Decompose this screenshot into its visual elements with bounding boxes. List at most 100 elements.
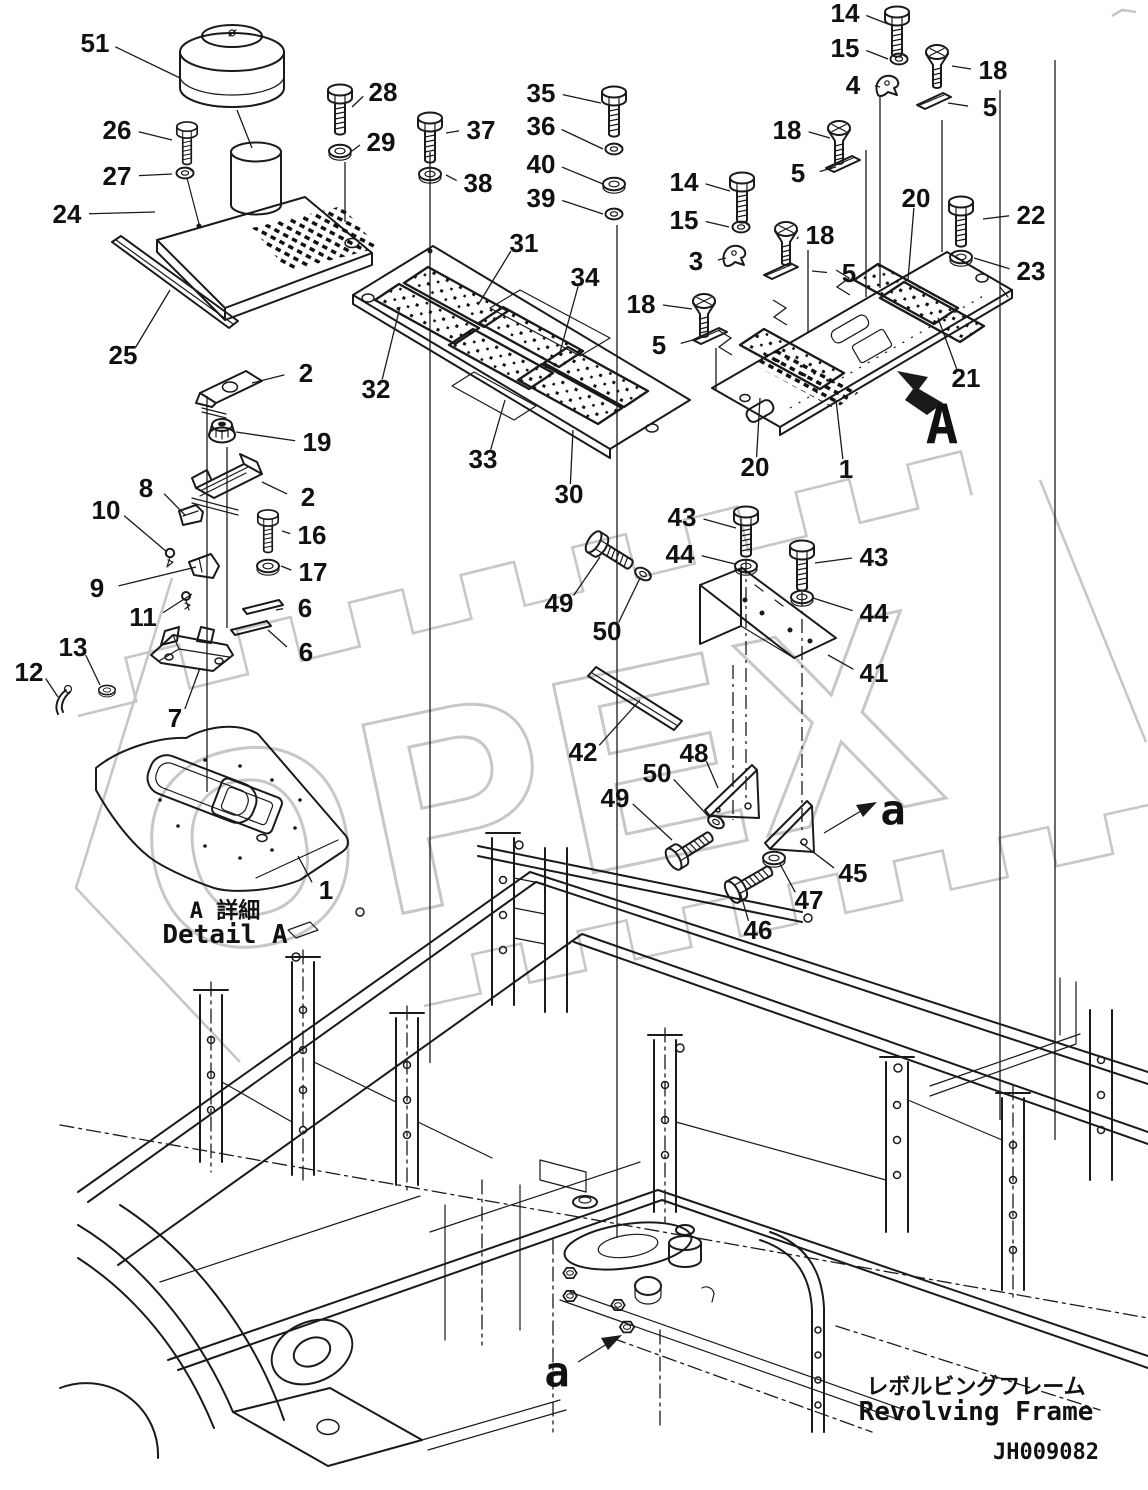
callout-24: 24 <box>53 199 82 229</box>
part-14-bolt-b <box>729 171 755 224</box>
callout-6: 6 <box>298 593 312 623</box>
callout-12: 12 <box>15 657 44 687</box>
callout-14: 14 <box>831 0 860 28</box>
callout-5: 5 <box>791 158 805 188</box>
leader-line-6 <box>275 608 284 611</box>
leader-line-44 <box>701 555 736 565</box>
leader-line-5 <box>819 166 837 173</box>
callout-7: 7 <box>168 703 182 733</box>
callout-2: 2 <box>301 482 315 512</box>
leader-line-34 <box>559 286 579 353</box>
leader-line-28 <box>351 95 364 108</box>
callout-17: 17 <box>299 557 328 587</box>
leader-line-25 <box>135 289 171 348</box>
callout-28: 28 <box>369 77 398 107</box>
leader-line-41 <box>827 654 854 670</box>
leader-line-10 <box>123 515 168 553</box>
leader-line-14 <box>866 14 889 25</box>
leader-line-27 <box>138 173 173 177</box>
part-3-clamp <box>722 244 747 267</box>
part-23-washer <box>949 249 973 268</box>
callout-43: 43 <box>860 542 889 572</box>
leader-line-47 <box>779 863 796 893</box>
view-arrow-A <box>897 371 943 415</box>
leader-line-49 <box>632 803 673 841</box>
leader-line-20 <box>755 397 761 458</box>
axis-lines-right <box>715 60 1056 1140</box>
leader-line-46 <box>739 891 750 922</box>
part-8-clip <box>178 504 204 526</box>
part-7-channel-bracket <box>150 626 234 672</box>
leader-line-31 <box>477 250 512 306</box>
callout-15: 15 <box>831 33 860 63</box>
leader-line-26 <box>138 131 173 141</box>
callout-1: 1 <box>319 875 333 905</box>
callout-10: 10 <box>92 495 121 525</box>
part-19-grommet <box>208 418 236 444</box>
callout-38: 38 <box>464 168 493 198</box>
leader-line-2 <box>261 481 288 495</box>
part-13-washer <box>98 684 116 698</box>
callout-37: 37 <box>467 115 496 145</box>
leader-line-39 <box>562 199 604 215</box>
part-1-floor-plate <box>95 725 350 892</box>
callout-20: 20 <box>741 452 770 482</box>
sheet-34-outline <box>489 289 611 357</box>
direction-label-a-mid: a <box>880 786 905 835</box>
sheet-33-outline <box>451 371 537 421</box>
detail-ref-en: Detail A <box>162 920 288 950</box>
callout-8: 8 <box>139 473 153 503</box>
leader-line-23 <box>973 257 1010 270</box>
leader-line-5 <box>947 102 969 107</box>
leader-line-7 <box>184 667 201 710</box>
part-29-washer <box>328 143 352 162</box>
callout-48: 48 <box>680 738 709 768</box>
leader-line-51 <box>115 46 181 79</box>
callout-13: 13 <box>59 632 88 662</box>
part-10-screw <box>164 547 176 568</box>
leader-line-1 <box>835 399 844 460</box>
scan-artifact <box>1111 8 1137 18</box>
callout-31: 31 <box>510 228 539 258</box>
leader-line-20 <box>907 207 915 281</box>
part-50-washer-a <box>631 564 655 584</box>
direction-arrow-a-bottom <box>577 1335 622 1363</box>
part-18-screw-a <box>925 44 949 89</box>
callout-3: 3 <box>689 246 703 276</box>
part-24-plate <box>156 141 378 321</box>
callout-15: 15 <box>670 205 699 235</box>
mat <box>516 362 624 426</box>
callout-20: 20 <box>902 183 931 213</box>
view-label-A: A <box>926 394 959 457</box>
part-5-shim-c <box>763 262 799 280</box>
drawing-number: JH009082 <box>993 1440 1099 1465</box>
leader-cap-to-cylinder <box>236 109 253 149</box>
leader-line-4 <box>874 85 881 88</box>
part-40-washer <box>602 176 626 195</box>
callout-11: 11 <box>129 602 157 632</box>
mat <box>542 345 650 409</box>
callout-25: 25 <box>109 340 138 370</box>
callout-30: 30 <box>555 479 584 509</box>
callout-49: 49 <box>601 783 630 813</box>
leader-line-38 <box>445 174 457 182</box>
callout-19: 19 <box>303 427 332 457</box>
callout-39: 39 <box>527 183 556 213</box>
part-27-washer <box>175 166 195 180</box>
part-12-cotter-pin <box>55 684 73 715</box>
callout-5: 5 <box>652 330 666 360</box>
part-15-washer-a <box>889 52 909 66</box>
callout-50: 50 <box>643 758 672 788</box>
callout-27: 27 <box>103 161 132 191</box>
leader-line-49 <box>573 556 601 596</box>
direction-label-a-bottom: a <box>544 1348 569 1397</box>
callout-18: 18 <box>773 115 802 145</box>
part-18-screw-c <box>774 221 798 266</box>
part-9-clip <box>188 553 220 579</box>
callout-9: 9 <box>90 573 104 603</box>
callout-43: 43 <box>668 502 697 532</box>
part-5-shim-a <box>916 92 952 110</box>
leader-line-44 <box>812 597 853 612</box>
